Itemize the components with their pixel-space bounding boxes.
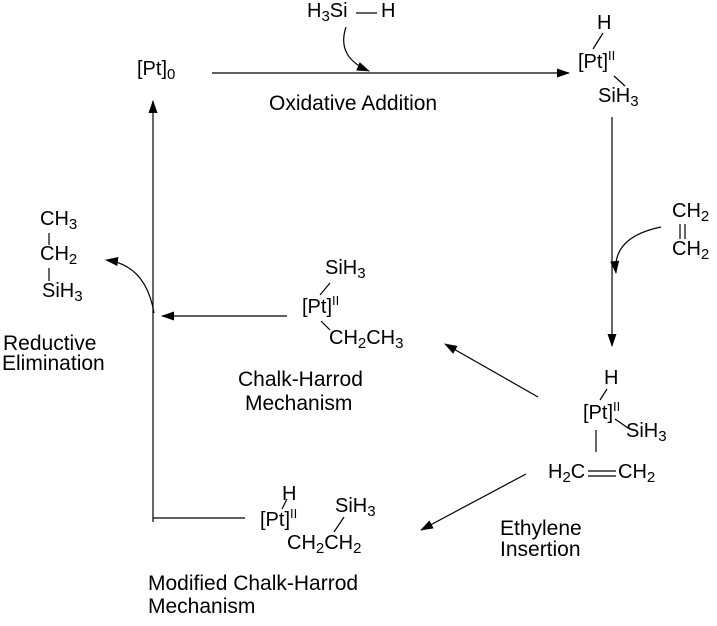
modified-complex-chain: CH2CH2 — [287, 532, 362, 557]
ch-sub: 3 — [68, 216, 78, 233]
pt-core: [Pt] — [260, 509, 291, 531]
bond-modified-pt-h — [281, 498, 288, 510]
bond-chalk-pt-ethyl — [320, 320, 331, 331]
label-ethylene-insertion-line2: Insertion — [500, 538, 581, 561]
ch-sub: 2 — [68, 251, 78, 268]
top-complex-h: H — [597, 12, 612, 35]
bond-right-pt-h — [599, 388, 608, 401]
ch-sub: 2 — [646, 469, 656, 486]
pt0-charge: 0 — [167, 66, 176, 83]
label-modified-chalk-harrod-line1: Modified Chalk-Harrod — [148, 572, 359, 595]
silane-terminal-h: H — [381, 0, 396, 22]
bond-top-pt-h — [592, 32, 604, 50]
h-ligand: H — [604, 367, 619, 389]
label-chalk-harrod-line2: Mechanism — [245, 392, 353, 415]
label-chalk-harrod-line1: Chalk-Harrod — [238, 368, 363, 391]
right-complex-ethylene-right: CH2 — [618, 461, 656, 486]
pt-core: [Pt] — [583, 402, 614, 424]
h-ligand: H — [282, 483, 297, 505]
ch: CH — [366, 327, 396, 349]
top-complex-core: [Pt]II — [578, 48, 616, 74]
ch-sub: 2 — [357, 335, 367, 352]
right-complex-ethylene-left: H2C — [548, 461, 586, 486]
ch-sub: 2 — [315, 540, 325, 557]
ch: CH — [618, 461, 647, 483]
ch-sub: 2 — [353, 540, 362, 557]
ch-sub: 3 — [395, 335, 404, 352]
label-reductive-elimination-line2: Elimination — [2, 352, 105, 375]
species-silane-right-h: H — [381, 0, 396, 23]
ch: CH — [40, 243, 69, 265]
oxidation-state: II — [613, 399, 621, 414]
modified-complex-core: [Pt]II — [260, 506, 298, 532]
bond-modified-sih3-chain — [333, 516, 345, 533]
silyl-sub: 3 — [74, 288, 83, 305]
oxidation-state: II — [332, 293, 340, 308]
chalk-complex-ethyl: CH2CH3 — [329, 327, 404, 352]
chalk-complex-silyl: SiH3 — [325, 257, 366, 282]
modified-complex-h: H — [282, 483, 297, 506]
product-sih3: SiH3 — [42, 280, 83, 305]
modified-complex-silyl: SiH3 — [335, 495, 376, 520]
label-modified-chalk-harrod-line2: Mechanism — [148, 595, 256, 618]
silyl-sub: 3 — [357, 265, 366, 282]
h-sub: 2 — [562, 469, 571, 486]
silyl: SiH — [42, 280, 75, 302]
right-complex-silyl: SiH3 — [626, 420, 667, 445]
bond-top-pt-sih3 — [613, 75, 626, 87]
arrow-to-chalk-harrod — [444, 343, 539, 398]
product-ch2: CH2 — [40, 243, 78, 268]
curved-arrow-ethylene-addition — [610, 226, 662, 274]
ch: CH — [324, 532, 354, 554]
ch: CH — [40, 208, 69, 230]
label-reductive-elimination-line1: Reductive — [3, 332, 97, 355]
silane-h-sub: 3 — [321, 8, 330, 25]
silyl: SiH — [626, 420, 659, 442]
ch-sub: 2 — [700, 208, 710, 225]
silyl: SiH — [335, 495, 368, 517]
h-ligand: H — [597, 12, 612, 34]
ethylene-stacked-top: CH2 — [672, 200, 710, 225]
label-ethylene-insertion-line1: Ethylene — [500, 517, 582, 540]
silyl: SiH — [598, 85, 631, 107]
ethylene-stacked-bottom: CH2 — [672, 238, 710, 263]
ch: CH — [672, 200, 701, 222]
ch: CH — [287, 532, 316, 554]
pt0-core: [Pt] — [137, 58, 168, 80]
species-silane-left: H3Si — [307, 0, 348, 25]
h: H — [548, 461, 563, 483]
top-complex-silyl: SiH3 — [598, 85, 639, 110]
oxidation-state: II — [608, 48, 616, 63]
species-pt0: [Pt]0 — [137, 58, 176, 83]
silane-si: Si — [329, 0, 348, 22]
ch: CH — [329, 327, 358, 349]
arrow-return-to-pt0 — [153, 101, 245, 522]
arrow-ethylene-insertion — [420, 473, 527, 531]
curved-arrow-silane-addition — [343, 26, 370, 72]
chalk-complex-core: [Pt]II — [302, 293, 340, 319]
silyl: SiH — [325, 257, 358, 279]
silyl-sub: 3 — [367, 503, 376, 520]
pt-core: [Pt] — [302, 296, 333, 318]
pt-core: [Pt] — [578, 51, 609, 73]
ch-sub: 2 — [700, 246, 710, 263]
label-oxidative-addition: Oxidative Addition — [269, 92, 438, 115]
oxidation-state: II — [290, 506, 298, 521]
c: C — [570, 461, 586, 483]
product-ch3: CH3 — [40, 208, 78, 233]
right-complex-core: [Pt]II — [583, 399, 621, 425]
ch: CH — [672, 238, 701, 260]
silyl-sub: 3 — [658, 428, 667, 445]
bond-right-pt-sih3 — [614, 418, 629, 429]
silyl-sub: 3 — [630, 93, 639, 110]
right-complex-h: H — [604, 367, 619, 390]
bond-chalk-pt-sih3 — [319, 282, 331, 296]
silane-h: H — [307, 0, 322, 22]
curved-arrow-reductive-elimination — [105, 257, 155, 314]
